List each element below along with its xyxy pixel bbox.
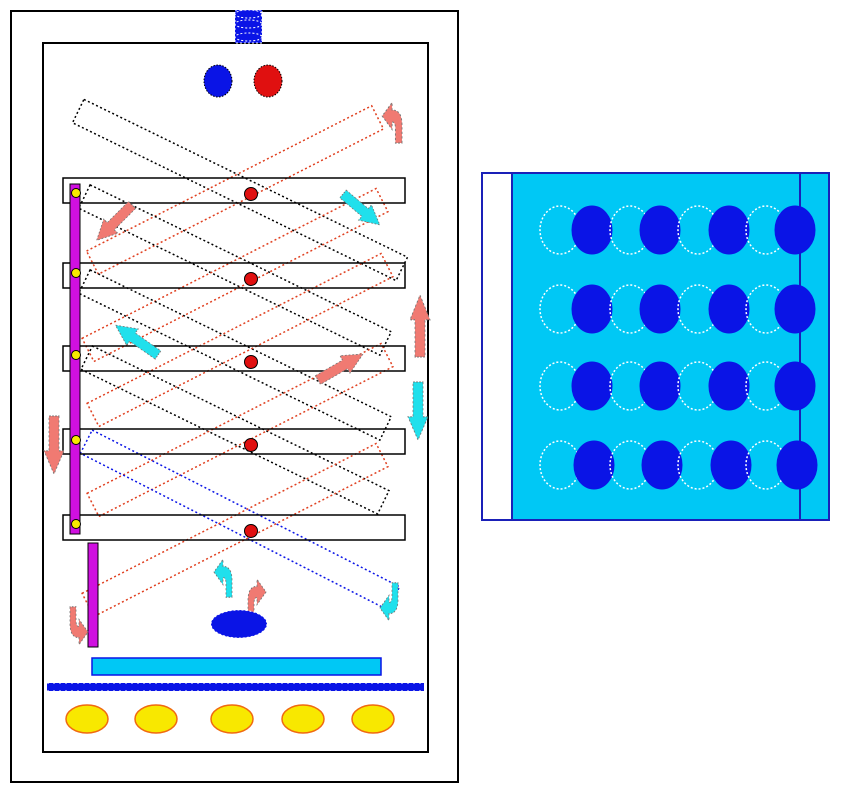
rod-pin [71,519,81,529]
heaters [65,704,395,734]
pivot-point-icon [244,272,258,286]
heat-plate [91,657,382,676]
shelves [62,177,406,541]
tray-blob [774,361,816,411]
mesh-grid [47,682,424,692]
airflow-arrow-icon [314,353,364,385]
airflow-arrow-icon [213,558,233,598]
airflow-arrow-icon [95,200,137,242]
detail-ovals [539,205,818,490]
tilted-tray [79,344,391,516]
pivot-point-icon [244,187,258,201]
shelf [62,345,406,372]
heater-element-icon [210,704,254,734]
shelf [62,262,406,289]
heater-element-icon [134,704,178,734]
airflow-arrow-icon [247,578,267,618]
detail-view [481,172,830,521]
airflow-arrow-icon [114,324,162,360]
airflow-arrow-icon [379,582,399,622]
shelf [62,177,406,204]
red-sensor-icon [253,64,283,98]
tray-blob [639,205,681,255]
airflow-arrow-icon [407,381,429,442]
tilted-tray [79,429,401,611]
blue-sensor-icon [203,64,233,98]
tray-blob [774,284,816,334]
tray-blob [571,361,613,411]
tray-blob [571,205,613,255]
tilted-tray [77,183,393,357]
inner-chamber [42,42,429,753]
tilted-tray [86,252,394,428]
tray-blob [776,440,818,490]
airflow-arrow-icon [409,293,431,358]
heater-element-icon [351,704,395,734]
tray-blob [641,440,683,490]
heater-element-icon [281,704,325,734]
tray-blob [708,361,750,411]
tilted-tray [81,187,389,363]
airflow-arrow-icon [339,189,381,226]
tray-blob [573,440,615,490]
airflow-arrow-icon [69,606,89,646]
shelf [62,428,406,455]
tray-blob [708,284,750,334]
airflow-arrow-icon [43,415,65,476]
tray-blob [710,440,752,490]
pivot-point-icon [244,438,258,452]
fan-icon [210,609,268,639]
tray-blob [639,284,681,334]
tray-blob [774,205,816,255]
pivot-point-icon [244,524,258,538]
tilted-tray [86,342,394,518]
tray-blob [708,205,750,255]
rod-pin [71,188,81,198]
rod-pin [71,435,81,445]
vent-pipe-icon [234,9,263,44]
rod-pin [71,350,81,360]
heater-element-icon [65,704,109,734]
rod-pins [71,188,81,529]
shelf [62,514,406,541]
tray-blob [639,361,681,411]
pivot-point-icon [244,355,258,369]
tilted-tray [85,104,385,276]
tray-blob [571,284,613,334]
rod-pin [71,268,81,278]
airflow-arrows [43,101,431,646]
